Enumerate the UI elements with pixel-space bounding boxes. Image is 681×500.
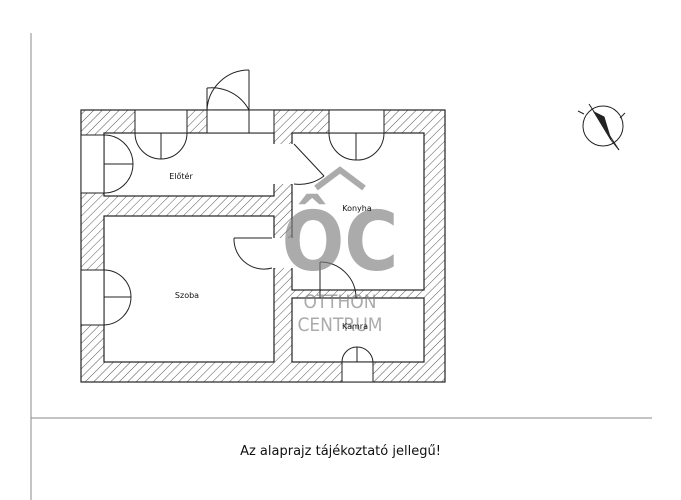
room-szoba	[103, 215, 275, 363]
otthon-centrum-watermark: ÔC OTTHON CENTRUM	[282, 166, 399, 336]
room-kamra	[291, 297, 425, 363]
room-label-szoba: Szoba	[175, 291, 199, 300]
passage-szoba-konyha	[272, 238, 294, 268]
door-swings	[103, 69, 385, 363]
room-label-eloter: Előtér	[169, 171, 193, 181]
disclaimer-note: Az alaprajz tájékoztató jellegű!	[240, 444, 441, 459]
watermark-logo: ÔC	[282, 193, 399, 290]
north-arrow-icon	[577, 103, 626, 151]
entrance-opening	[206, 109, 250, 134]
roof-icon	[314, 166, 366, 191]
room-label-konyha: Konyha	[342, 204, 372, 213]
passage-eloter-konyha	[272, 144, 294, 184]
windows	[80, 109, 385, 383]
watermark-line2: CENTRUM	[297, 314, 382, 336]
room-konyha	[291, 132, 425, 291]
watermark-line1: OTTHON	[303, 291, 376, 313]
room-label-kamra: Kamra	[342, 322, 368, 331]
